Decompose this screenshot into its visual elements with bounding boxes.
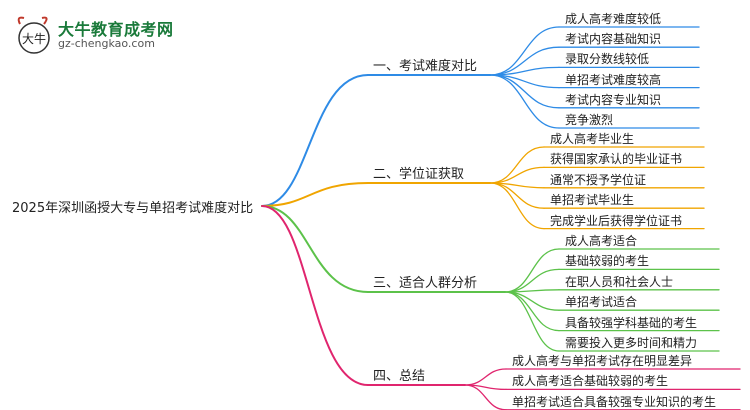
- branch-label: 四、总结: [373, 369, 426, 384]
- site-logo[interactable]: 大牛 大牛教育成考网 gz-chengkao.com: [14, 14, 174, 56]
- leaf-node: 成人高考适合基础较弱的考生: [512, 374, 669, 389]
- leaf-node: 考试内容基础知识: [565, 32, 662, 47]
- root-branch-connector: [261, 182, 369, 207]
- branch-child-connector: [489, 182, 545, 230]
- leaf-node: 基础较弱的考生: [565, 254, 650, 269]
- bull-logo-icon: 大牛: [17, 16, 50, 54]
- leaf-node: 完成学业后获得学位证书: [550, 213, 683, 228]
- leaf-node: 录取分数线较低: [565, 52, 650, 67]
- leaf-node: 单招考试毕业生: [550, 193, 635, 208]
- branch-child-connector: [489, 26, 560, 76]
- branch-child-connector: [489, 74, 560, 129]
- branch-child-connector: [504, 291, 560, 352]
- leaf-node: 单招考试适合具备较强专业知识的考生: [512, 394, 717, 409]
- leaf-node: 考试内容专业知识: [565, 92, 662, 107]
- leaf-node: 成人高考适合: [565, 234, 638, 248]
- branch-child-connector: [489, 146, 545, 184]
- leaf-node: 具备较强学科基础的考生: [565, 315, 698, 330]
- leaf-node: 需要投入更多时间和精力: [565, 336, 698, 350]
- root-branch-connector: [261, 205, 369, 386]
- branch-child-connector: [504, 291, 560, 332]
- branch-child-connector: [489, 182, 545, 209]
- branch-child-connector: [464, 384, 507, 410]
- leaf-node: 单招考试适合: [565, 295, 638, 310]
- branch-label: 三、适合人群分析: [373, 276, 478, 291]
- leaf-node: 成人高考与单招考试存在明显差异: [512, 354, 693, 368]
- site-url: gz-chengkao.com: [58, 37, 155, 50]
- leaf-node: 竞争激烈: [565, 113, 614, 127]
- branch-child-connector: [489, 166, 545, 184]
- leaf-node: 单招考试难度较高: [565, 72, 662, 87]
- leaf-node: 在职人员和社会人士: [565, 274, 674, 289]
- leaf-node: 成人高考难度较低: [565, 12, 662, 26]
- leaf-node: 成人高考毕业生: [550, 132, 635, 146]
- root-topic: 2025年深圳函授大专与单招考试难度对比: [12, 201, 254, 216]
- branch-label: 一、考试难度对比: [373, 59, 478, 74]
- root-branch-connector: [261, 74, 369, 207]
- branch-child-connector: [464, 368, 507, 386]
- leaf-node: 通常不授予学位证: [550, 172, 647, 187]
- svg-text:大牛: 大牛: [22, 31, 46, 46]
- site-name: 大牛教育成考网: [58, 20, 174, 39]
- branch-child-connector: [504, 268, 560, 293]
- branch-label: 二、学位证获取: [373, 167, 465, 182]
- root-branch-connector: [261, 205, 369, 293]
- leaf-node: 获得国家承认的毕业证书: [550, 152, 683, 167]
- branch-child-connector: [489, 74, 560, 109]
